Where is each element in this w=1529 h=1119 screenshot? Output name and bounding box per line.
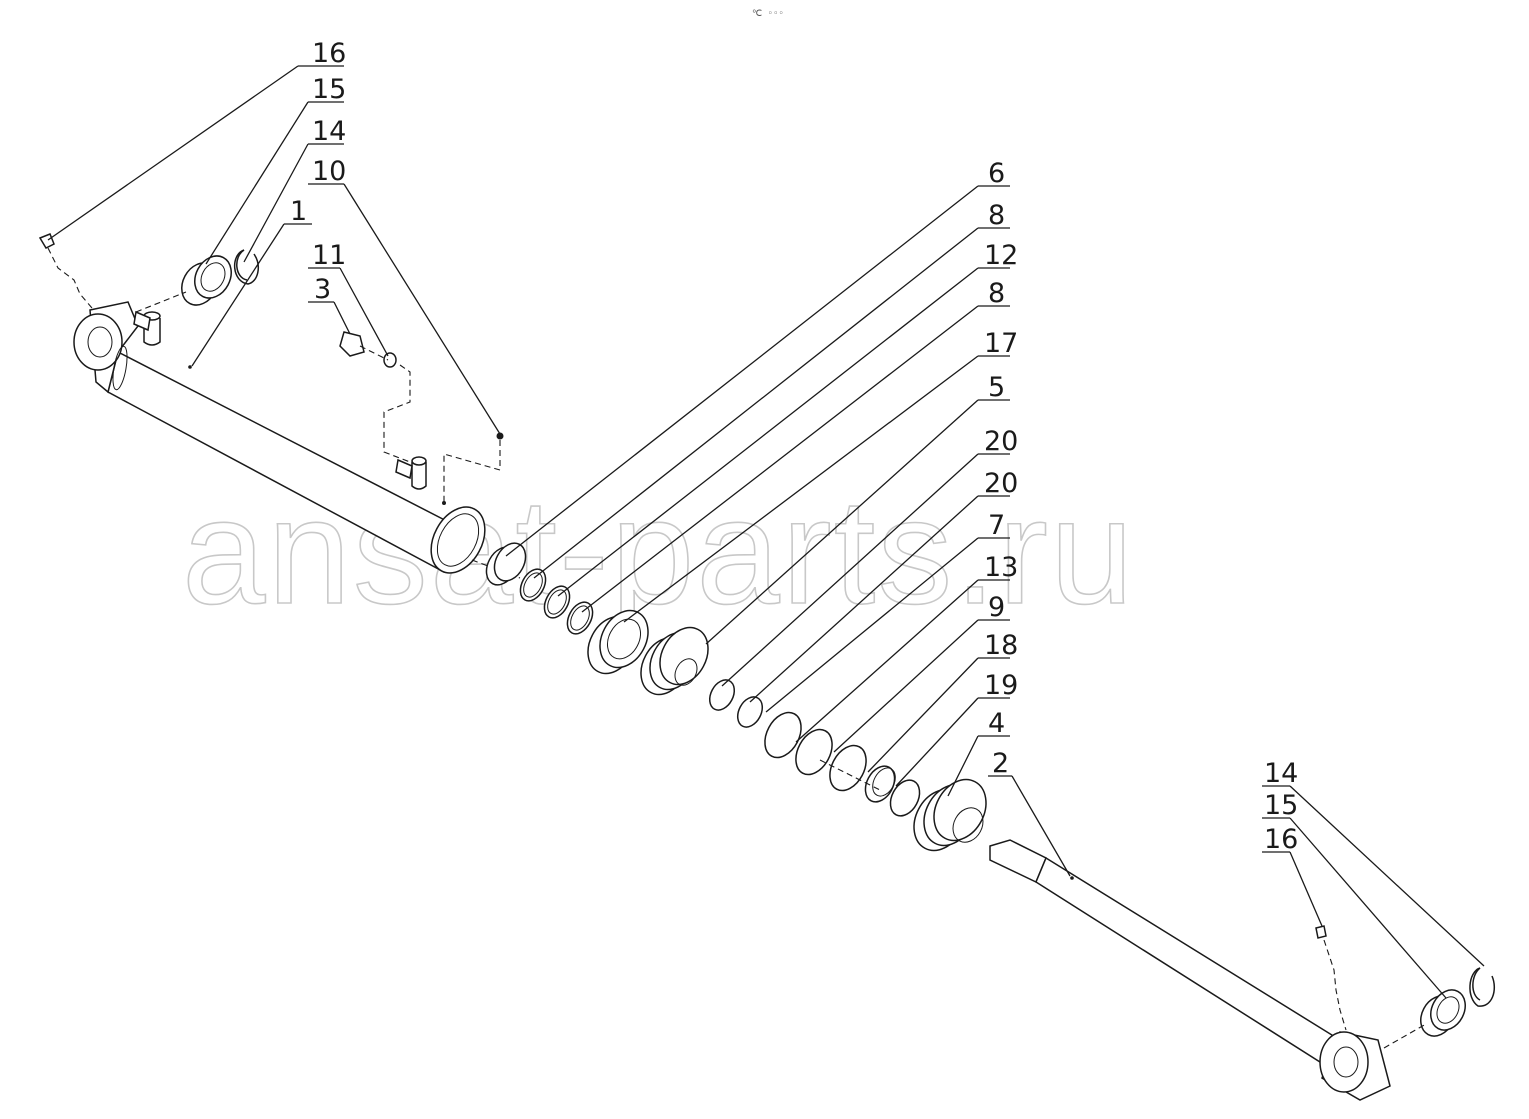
callout-label: 14	[1264, 758, 1298, 789]
callout-label: 7	[988, 510, 1005, 541]
piston-rod	[989, 839, 1391, 1101]
callout-label: 16	[1264, 824, 1298, 855]
callout-label: 19	[984, 670, 1018, 701]
header-mark: ℃ ◦◦◦	[752, 9, 784, 19]
callout-label: 20	[984, 468, 1018, 499]
callout-label: 3	[314, 274, 331, 305]
callout-label: 15	[1264, 790, 1298, 821]
callout-label: 2	[992, 748, 1009, 779]
callout-label: 12	[984, 240, 1018, 271]
callout-label: 4	[988, 708, 1005, 739]
callout-label: 18	[984, 630, 1018, 661]
callouts-left: 16 15 14 10 1 11 3	[290, 38, 346, 305]
rod-end-fittings	[1315, 925, 1496, 1049]
callout-label: 16	[312, 38, 346, 69]
callout-label: 11	[312, 240, 346, 271]
callouts-center: 6 8 12 8 17 5 20 20 7 13 9 18 19 4 2	[984, 158, 1018, 779]
cylinder-top-fittings	[38, 233, 504, 505]
callout-label: 10	[312, 156, 346, 187]
callout-label: 8	[988, 278, 1005, 309]
callouts-right: 14 15 16	[1264, 758, 1298, 855]
callout-label: 1	[290, 196, 307, 227]
callout-label: 6	[988, 158, 1005, 189]
callout-label: 15	[312, 74, 346, 105]
callout-label: 17	[984, 328, 1018, 359]
callout-label: 13	[984, 552, 1018, 583]
callout-label: 20	[984, 426, 1018, 457]
callout-label: 5	[988, 372, 1005, 403]
callout-label: 9	[988, 592, 1005, 623]
cylinder-barrel	[73, 301, 486, 574]
leader-lines	[47, 65, 1485, 999]
callout-label: 8	[988, 200, 1005, 231]
piston-stack	[471, 542, 987, 852]
callout-label: 14	[312, 116, 346, 147]
